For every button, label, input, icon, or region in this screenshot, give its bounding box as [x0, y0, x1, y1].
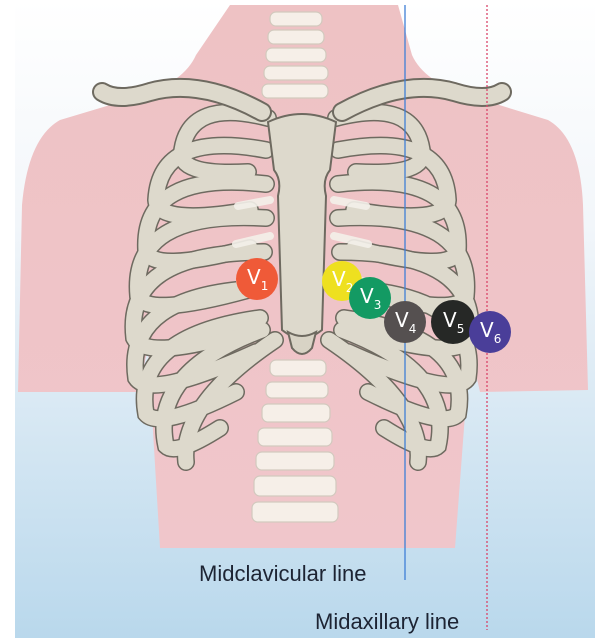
- electrode-v1: V1: [236, 258, 278, 300]
- electrode-v5: V5: [431, 300, 475, 344]
- midaxillary-line-label: Midaxillary line: [315, 609, 459, 635]
- electrode-v4: V4: [384, 301, 426, 343]
- electrode-v3: V3: [349, 277, 391, 319]
- midclavicular-line-label: Midclavicular line: [199, 561, 367, 587]
- electrode-v6: V6: [469, 311, 511, 353]
